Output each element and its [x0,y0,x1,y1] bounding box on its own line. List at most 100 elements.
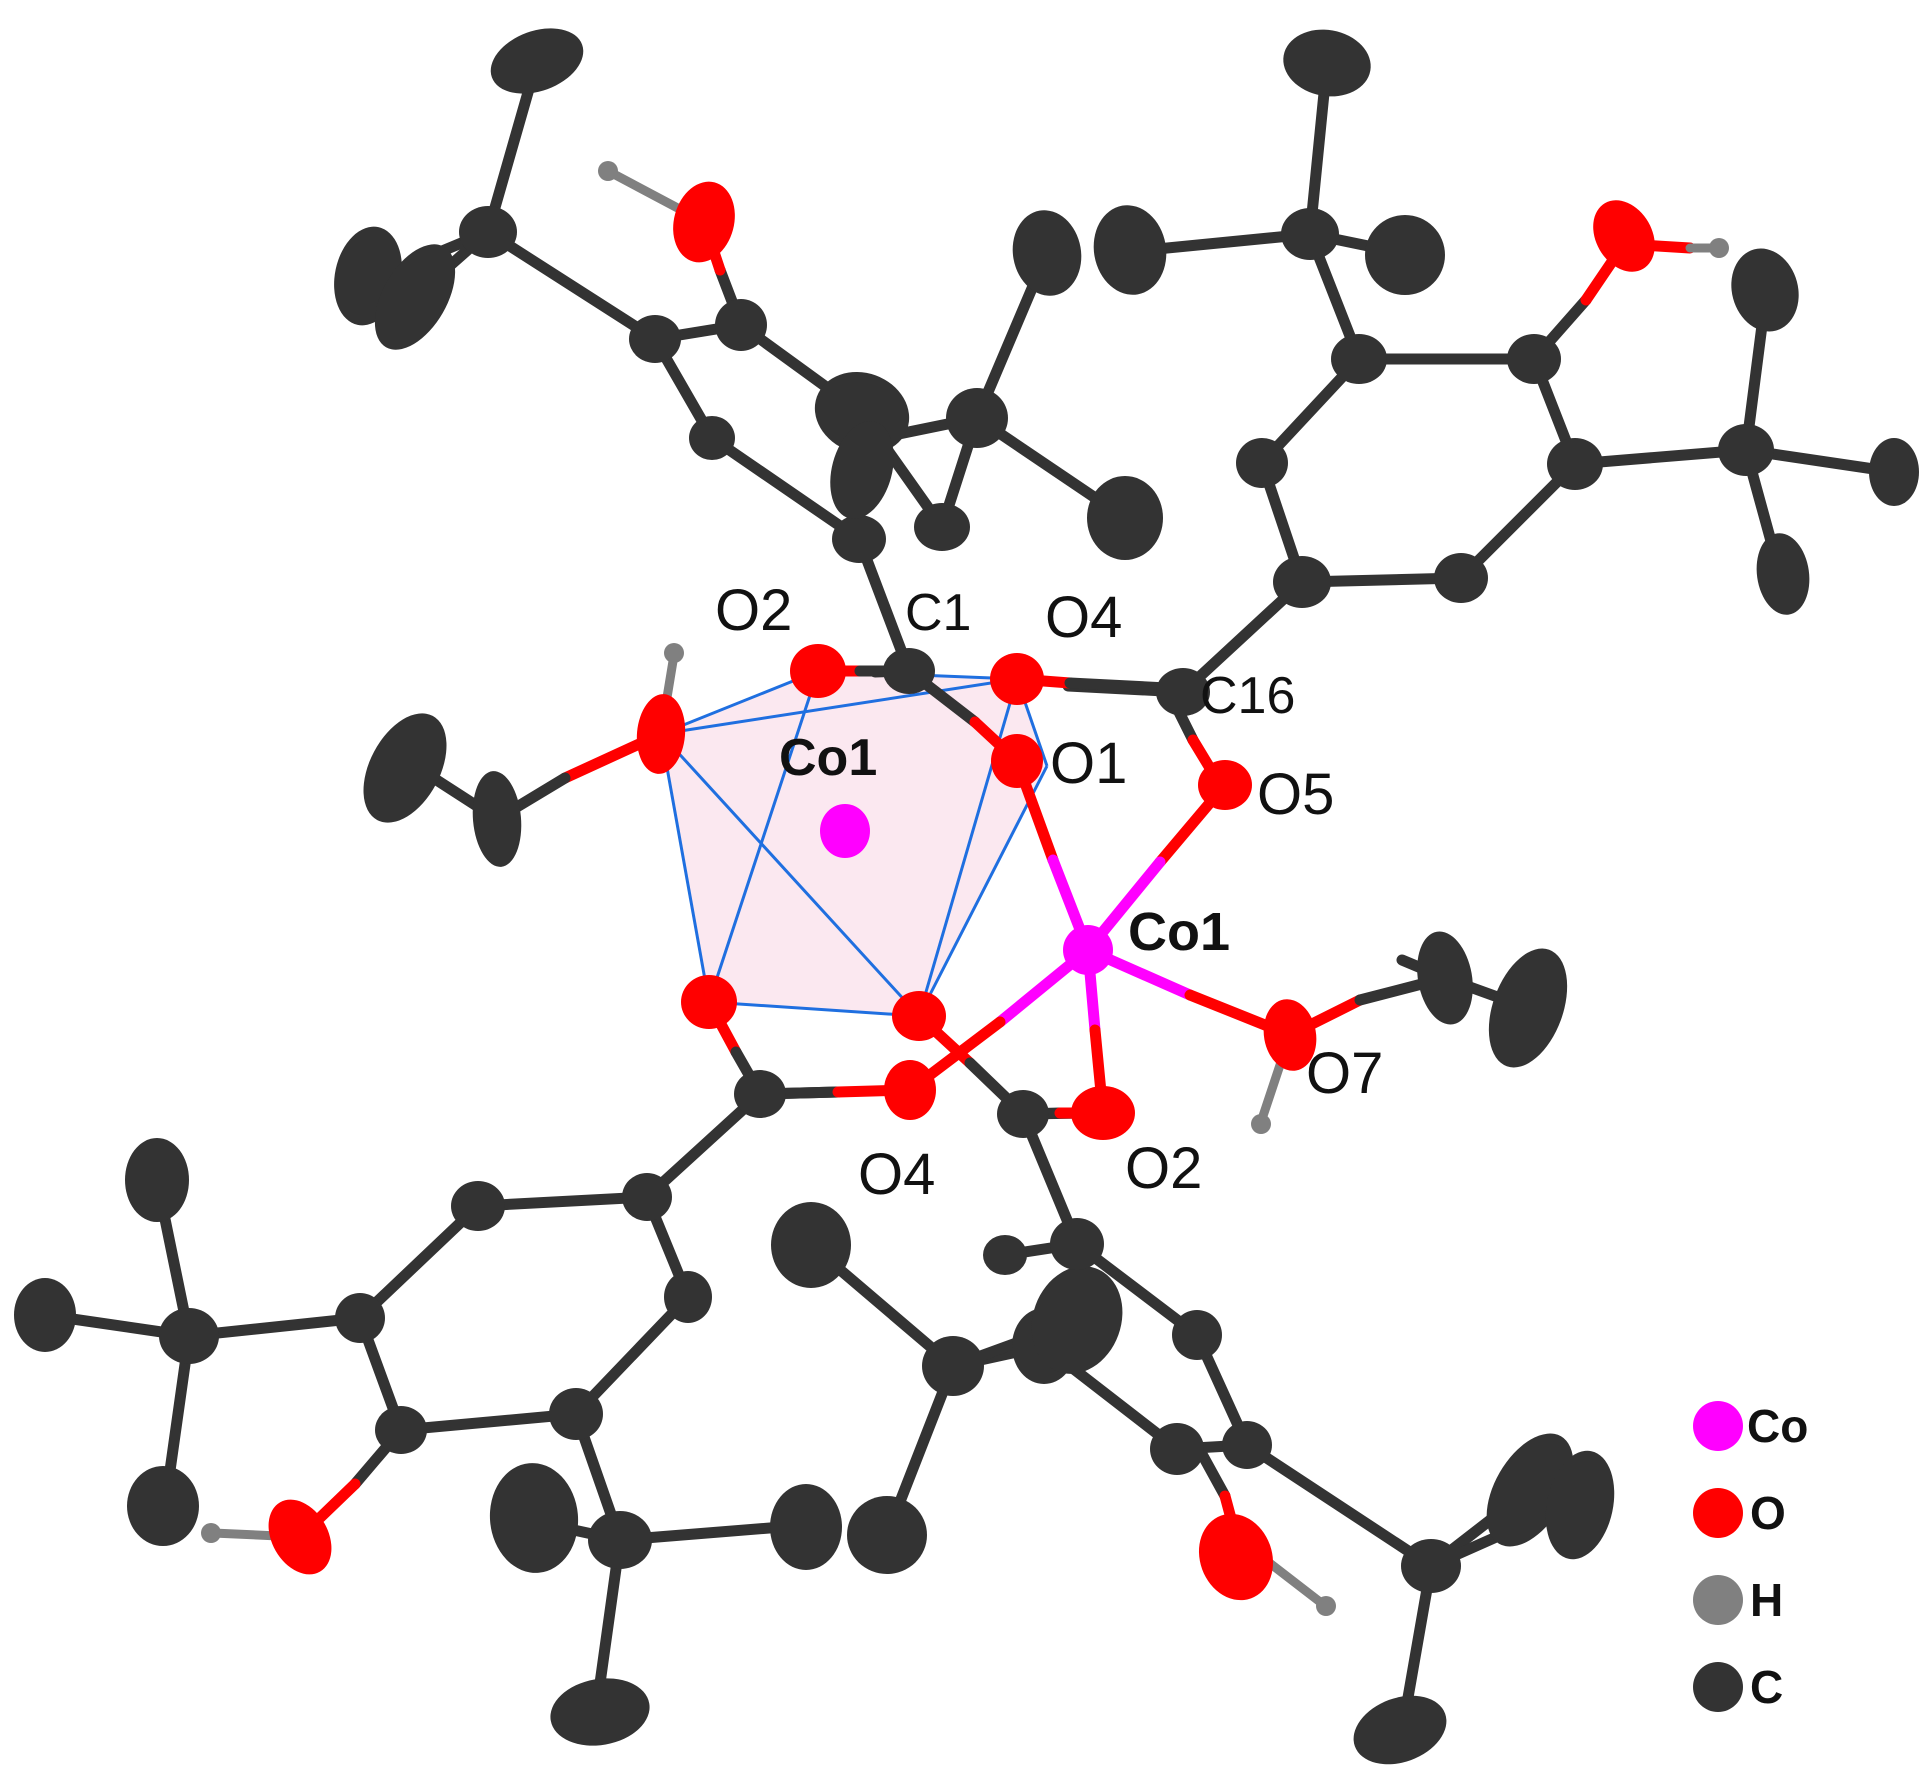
carbon-atom [983,1235,1027,1275]
carbon-atom [127,1466,199,1546]
carbon-atoms [14,28,1919,1765]
carbon-atom [1718,424,1774,476]
oxygen-atom [1263,999,1317,1071]
carbon-atom [946,388,1008,448]
carbon-atom [771,1202,851,1288]
label-o2-bottom: O2 [1125,1136,1202,1201]
carbon-atom [1545,1450,1615,1560]
carbon-atom [914,503,970,551]
carbon-atom [1507,334,1561,384]
oxygen-atom [990,653,1044,705]
oxygen-atom [1198,1513,1274,1601]
carbon-atom [375,1406,427,1454]
carbon-atom [1222,1421,1272,1469]
carbon-atom [629,315,681,363]
hydrogen-atom [1316,1596,1336,1616]
carbon-atom [832,515,886,563]
carbon-atom [374,244,456,350]
hydrogen-atom [1251,1114,1271,1134]
carbon-atom [1353,1695,1447,1765]
carbon-atom [1156,668,1210,716]
legend-swatch-co [1693,1401,1743,1451]
label-o4-top: O4 [1045,585,1122,650]
carbon-atom [1012,210,1082,296]
legend-label-o: O [1750,1487,1786,1539]
hydrogen-atom [664,643,684,663]
carbon-atom [1283,29,1371,97]
carbon-atom [14,1278,76,1352]
label-o5: O5 [1257,762,1334,827]
label-c16: C16 [1200,667,1295,725]
carbon-atom [734,1070,786,1118]
oxygen-atom [1198,760,1252,810]
label-o1: O1 [1050,731,1127,796]
oxygen-atom [1593,200,1655,272]
carbon-atom [1236,438,1288,488]
carbon-atom [459,206,517,258]
carbon-atom [1488,948,1568,1068]
legend-item-o: O [1693,1487,1786,1539]
carbon-atom [1087,476,1163,560]
carbon-atom [1281,208,1339,260]
legend-swatch-h [1693,1575,1743,1625]
carbon-atom [1050,1218,1104,1270]
legend-swatch-c [1693,1662,1743,1712]
carbon-atom [1365,215,1445,295]
label-c1: C1 [905,584,971,642]
carbon-atom [363,713,447,823]
legend-label-c: C [1750,1661,1783,1713]
carbon-atom [1172,1310,1222,1360]
carbon-atom [1031,1266,1123,1374]
carbon-atom [1417,931,1473,1025]
hydrogen-atom [201,1523,221,1543]
carbon-atom [335,1293,385,1343]
oxygen-atom [991,734,1043,788]
carbon-atom [689,416,735,460]
label-o2-top: O2 [715,578,792,643]
legend-swatch-o [1693,1488,1743,1538]
hydrogen-atom [598,161,618,181]
carbon-atom [1093,205,1167,295]
carbon-atom [847,1496,927,1574]
oxygen-atom [268,1499,332,1575]
legend-item-h: H [1693,1574,1783,1626]
legend-item-co: Co [1693,1400,1808,1452]
cobalt-atom-polyhedron-center [820,804,870,858]
carbon-atom [472,771,522,867]
legend: Co O H C [1693,1400,1808,1713]
oxygen-atoms [268,181,1655,1601]
carbon-atom [715,299,767,351]
carbon-atom [159,1308,219,1364]
carbon-atom [770,1484,842,1570]
label-o4-bottom: O4 [858,1142,935,1207]
cobalt-atom [1063,925,1113,975]
oxygen-atom [892,991,946,1041]
carbon-atom [1756,533,1810,615]
oxygen-atom [636,694,686,774]
polyhedron-edges [659,669,1049,1018]
cobalt-atoms [820,804,1113,975]
legend-label-h: H [1750,1574,1783,1626]
carbon-atom [1434,553,1488,603]
label-co1-center: Co1 [1128,902,1230,962]
carbon-atom [490,28,584,94]
hydrogen-atoms [201,161,1729,1616]
oxygen-atom [790,644,846,698]
carbon-atom [1731,248,1799,332]
carbon-atom [1273,556,1331,608]
legend-label-co: Co [1747,1400,1808,1452]
carbon-atom [1150,1423,1204,1475]
carbon-atom [125,1138,189,1222]
atom-labels: Co1 O2 C1 O4 C16 O1 O5 Co1 O7 O4 O2 [715,578,1383,1207]
carbon-atom [1547,438,1603,490]
legend-item-c: C [1693,1661,1783,1713]
carbon-atom [997,1090,1049,1138]
carbon-atom [489,1463,579,1573]
hydrogen-atom [1709,238,1729,258]
carbon-atom [550,1678,650,1746]
label-o7: O7 [1306,1041,1383,1106]
carbon-atom [664,1271,712,1323]
carbon-atom [451,1181,505,1231]
carbon-atom [622,1173,672,1221]
